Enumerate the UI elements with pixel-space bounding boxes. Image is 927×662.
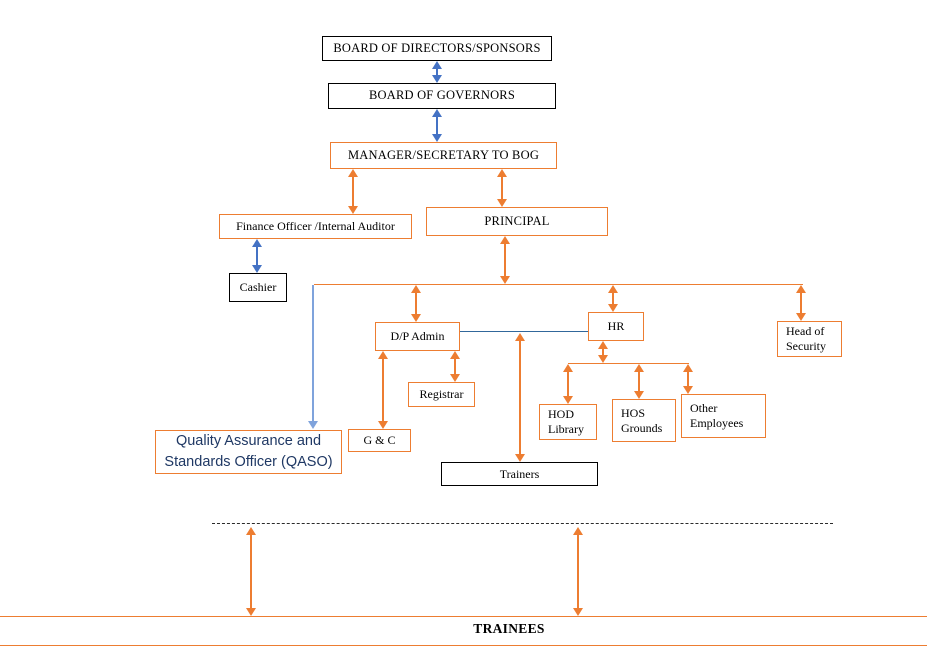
dpadmin-hr-connector-line [460,331,588,332]
node-head-of-security: Head of Security [777,321,842,357]
node-trainees: TRAINEES [473,621,545,636]
arrow-directors-governors [431,61,443,83]
node-hod-library: HOD Library [539,404,597,440]
node-g-and-c: G & C [348,429,411,452]
node-principal: PRINCIPAL [426,207,608,236]
node-hr: HR [588,312,644,341]
arrow-branchline-hr [607,285,619,312]
node-finance-officer: Finance Officer /Internal Auditor [219,214,412,239]
node-qaso: Quality Assurance and Standards Officer … [155,430,342,474]
node-board-of-directors: BOARD OF DIRECTORS/SPONSORS [322,36,552,61]
arrow-branchline-qaso [307,285,319,429]
arrow-subline-otheremployees [682,364,694,394]
arrow-branchline-security [795,285,807,321]
arrow-manager-principal [496,169,508,207]
node-trainers: Trainers [441,462,598,486]
arrow-dashedline-trainees-right [572,527,584,616]
arrow-subline-hodlibrary [562,364,574,404]
trainees-band-top-line [0,616,927,617]
trainee-separator-dashed-line [212,523,833,524]
arrow-branchline-dpadmin [410,285,422,322]
node-dp-admin: D/P Admin [375,322,460,351]
node-manager-secretary-bog: MANAGER/SECRETARY TO BOG [330,142,557,169]
arrow-hr-subline [597,341,609,363]
arrow-principal-branchline [499,236,511,284]
node-other-employees: Other Employees [681,394,766,438]
hr-branch-line [568,363,689,364]
principal-branch-line [314,284,803,285]
node-cashier: Cashier [229,273,287,302]
arrow-governors-manager [431,109,443,142]
arrow-dashedline-trainees-left [245,527,257,616]
node-hos-grounds: HOS Grounds [612,399,676,442]
node-board-of-governors: BOARD OF GOVERNORS [328,83,556,109]
arrow-dpadmin-registrar [449,351,461,382]
arrow-manager-finance [347,169,359,214]
node-registrar: Registrar [408,382,475,407]
arrow-finance-cashier [251,239,263,273]
arrow-dpadmin-gandc [377,351,389,429]
arrow-subline-hosgrounds [633,364,645,399]
arrow-connector-trainers [514,333,526,462]
trainees-band-bottom-line [0,645,927,646]
